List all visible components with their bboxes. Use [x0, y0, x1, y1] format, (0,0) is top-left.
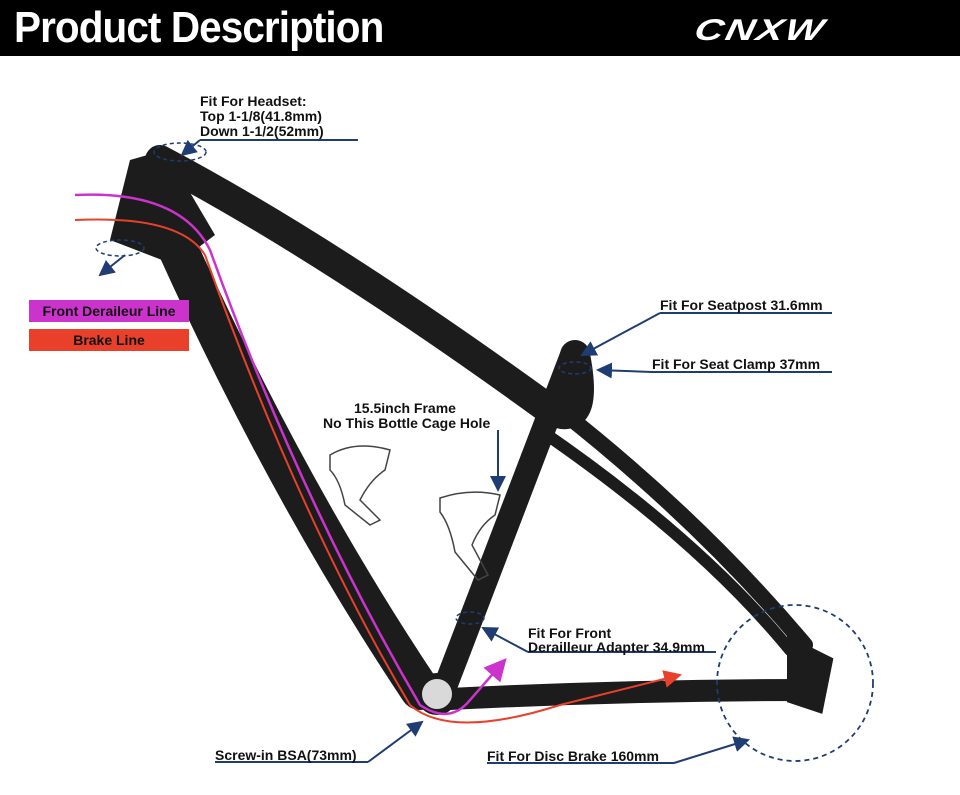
frame-tubes: [145, 145, 834, 714]
seat-stay-lower: [534, 424, 796, 656]
seat-tube: [428, 343, 584, 712]
page-title: Product Description: [14, 3, 384, 52]
leader-lines: [98, 139, 832, 764]
legend-front-derailleur: Front Deraileur Line: [29, 300, 189, 322]
down-tube: [145, 200, 440, 710]
headset-top-ellipse: [153, 142, 207, 162]
disc-brake-circle: [716, 604, 874, 762]
front-derailleur-line: [74, 193, 507, 715]
header-bar: Product Description CNXW: [0, 0, 960, 56]
bike-frame-illustration: [74, 139, 874, 764]
headset-top-spec: Top 1-1/8(41.8mm): [200, 108, 322, 124]
brake-line: [74, 218, 682, 724]
headset-bottom-ellipse: [95, 239, 145, 257]
brand-logo: CNXW: [691, 13, 829, 47]
derailleur-ellipse: [455, 611, 485, 625]
disc-brake-spec: Fit For Disc Brake 160mm: [487, 748, 659, 764]
bsa-spec: Screw-in BSA(73mm): [215, 747, 357, 763]
headset-down-spec: Down 1-1/2(52mm): [200, 123, 324, 139]
headset-title: Fit For Headset:: [200, 93, 307, 109]
dropout: [787, 635, 834, 714]
seat-stay-upper: [552, 402, 813, 653]
legend-brake-line: Brake Line: [29, 329, 189, 351]
seat-clamp-ellipse: [558, 361, 592, 375]
bottle-cage-note: No This Bottle Cage Hole: [323, 415, 491, 431]
bottle-cage-right: [439, 491, 501, 581]
derailleur-spec-line1: Fit For Front: [528, 625, 612, 641]
frame-size-label: 15.5inch Frame: [354, 400, 456, 416]
chain-stay: [419, 679, 821, 711]
seat-clamp-spec: Fit For Seat Clamp 37mm: [652, 356, 821, 372]
bottle-cage-left: [329, 445, 391, 526]
seatpost-spec: Fit For Seatpost 31.6mm: [660, 297, 823, 313]
derailleur-spec-line2: Derailleur Adapter 34.9mm: [528, 639, 705, 655]
top-tube: [145, 145, 595, 430]
